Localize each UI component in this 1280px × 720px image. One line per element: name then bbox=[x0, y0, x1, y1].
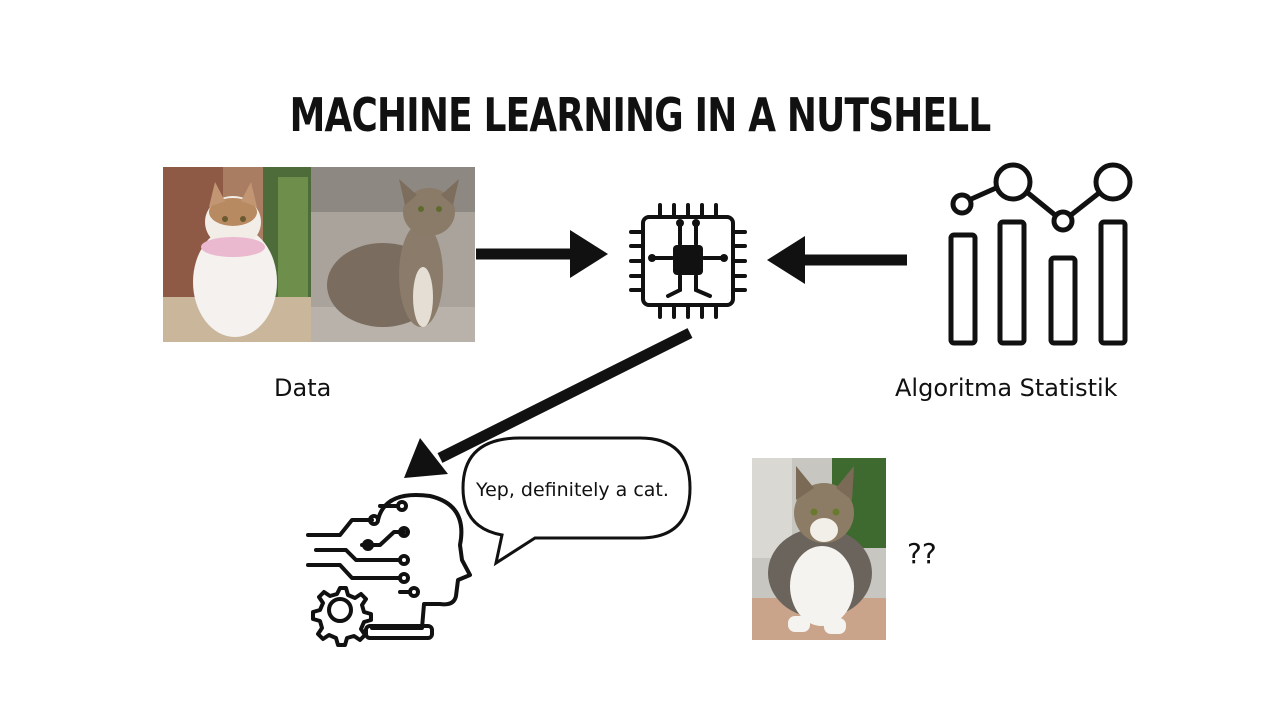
cat-photo-tabby bbox=[311, 167, 475, 342]
speech-bubble-text: Yep, definitely a cat. bbox=[476, 479, 669, 501]
cat-photo-query bbox=[752, 458, 886, 640]
page-title: MACHINE LEARNING IN A NUTSHELL bbox=[289, 88, 992, 142]
data-label: Data bbox=[274, 374, 332, 402]
cat-photo-white bbox=[163, 167, 311, 342]
algorithm-label: Algoritma Statistik bbox=[895, 374, 1118, 402]
question-marks: ?? bbox=[907, 537, 937, 570]
